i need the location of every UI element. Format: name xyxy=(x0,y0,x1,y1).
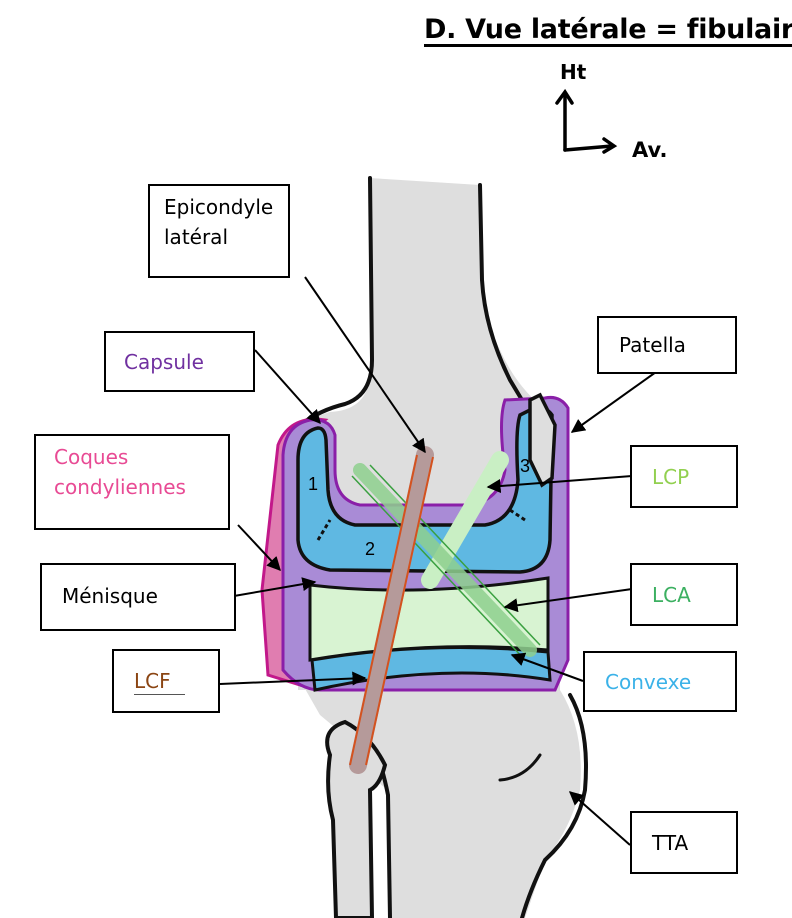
label-menisque-text: Ménisque xyxy=(62,584,158,608)
femur-posterior-outline xyxy=(298,176,375,427)
leader-lcp xyxy=(486,475,633,494)
label-lcf-text: LCF xyxy=(134,668,185,695)
label-epicondyle-line2: latéral xyxy=(164,225,228,249)
label-convexe: Convexe xyxy=(583,651,737,712)
region-number-1: 1 xyxy=(308,474,318,494)
label-epicondyle-lateral: Epicondyle latéral xyxy=(148,184,290,278)
femur-anterior-outline xyxy=(478,183,527,407)
tibia-anterior-outline xyxy=(520,693,588,918)
label-lcp: LCP xyxy=(630,445,738,508)
label-tta-text: TTA xyxy=(652,831,689,855)
region-number-2: 2 xyxy=(365,539,375,559)
lcf-ligament-outline xyxy=(349,454,434,766)
forward-arrowhead-icon xyxy=(602,137,618,154)
label-menisque: Ménisque xyxy=(40,563,236,631)
fibula-bone xyxy=(325,719,388,918)
label-capsule-text: Capsule xyxy=(124,350,204,374)
femoral-cartilage-shape xyxy=(296,406,554,574)
label-capsule: Capsule xyxy=(104,331,255,392)
diagram-title: D. Vue latérale = fibulaire xyxy=(424,14,792,45)
cartilage-zone-separator xyxy=(316,519,332,541)
orientation-up-label: Ht xyxy=(560,60,587,84)
tibia-posterior-outline xyxy=(380,768,392,918)
label-patella: Patella xyxy=(597,316,737,374)
lca-ligament-outline xyxy=(351,464,541,661)
tibia-tuberosity-outline xyxy=(498,753,542,782)
label-lca-text: LCA xyxy=(652,583,691,607)
lca-ligament xyxy=(353,463,537,657)
patella-shape xyxy=(528,392,557,488)
label-tta: TTA xyxy=(630,811,738,874)
label-convexe-text: Convexe xyxy=(605,670,692,694)
forward-arrow-icon xyxy=(563,144,614,152)
label-coques-line1: Coques xyxy=(54,445,129,469)
orientation-forward-label: Av. xyxy=(632,138,668,162)
label-coques-condyliennes: Coques condyliennes xyxy=(34,434,230,530)
leader-convexe xyxy=(510,652,584,682)
label-coques-line2: condyliennes xyxy=(54,475,186,499)
label-lca: LCA xyxy=(630,563,738,626)
orientation-axes-icon xyxy=(555,88,618,154)
label-lcp-text: LCP xyxy=(652,465,690,489)
label-patella-text: Patella xyxy=(619,333,686,357)
lcf-ligament xyxy=(349,446,434,774)
label-epicondyle-line1: Epicondyle xyxy=(164,195,274,219)
leader-tta xyxy=(568,791,631,846)
up-arrowhead-icon xyxy=(555,88,574,105)
leader-capsule xyxy=(254,349,321,425)
region-number-3: 3 xyxy=(520,456,530,476)
label-lcf: LCF xyxy=(112,649,220,713)
cartilage-zone-separator xyxy=(509,508,526,522)
leader-lca xyxy=(503,588,633,613)
leader-lcf xyxy=(219,671,367,686)
leader-patella xyxy=(570,371,657,433)
leader-coques xyxy=(237,524,281,572)
leader-epicondyle xyxy=(304,276,426,454)
leader-menisque xyxy=(233,577,317,597)
